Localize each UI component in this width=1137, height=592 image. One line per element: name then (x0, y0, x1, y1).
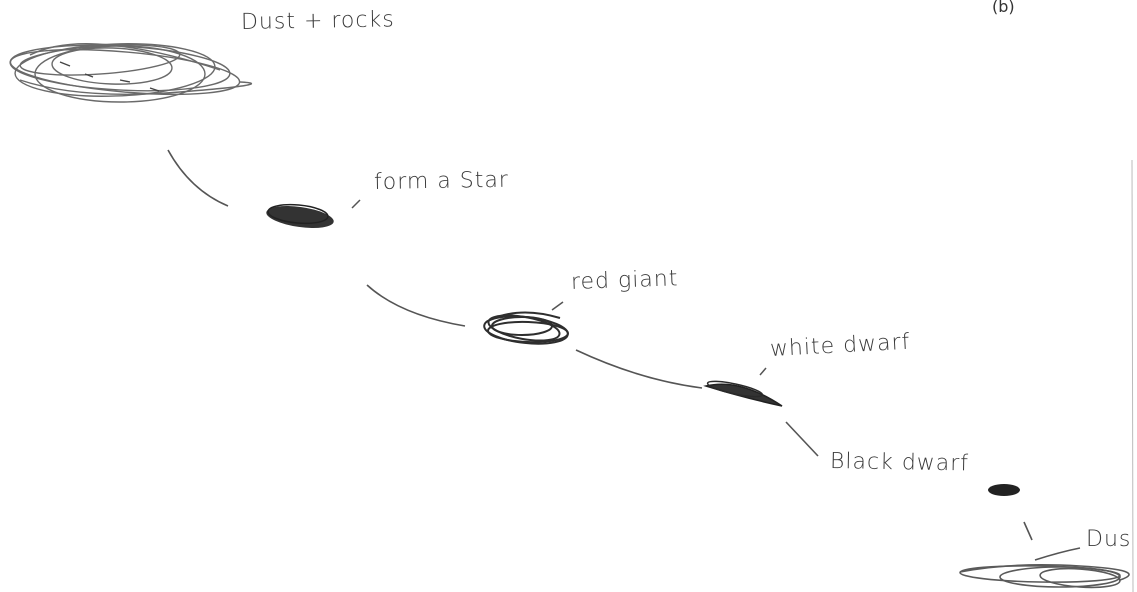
dust-rocks-cloud (9, 40, 252, 102)
part-label: (b) (992, 0, 1015, 16)
label-red-giant: red giant (571, 266, 679, 295)
label-black-dwarf: Black dwarf (830, 449, 969, 476)
dust-end-cloud (960, 548, 1129, 590)
label-form-star: form a Star (374, 168, 509, 195)
label-dust-rocks: Dust + rocks (241, 7, 395, 35)
star-body (265, 202, 335, 231)
connector-2 (367, 285, 465, 326)
page-edge-line (1132, 160, 1133, 592)
tick-red-giant (552, 302, 563, 310)
connector-5 (1024, 522, 1032, 540)
label-dust-end: Dus (1086, 527, 1131, 552)
connector-1 (168, 150, 228, 206)
red-giant-body (483, 311, 569, 347)
black-dwarf-body (988, 484, 1020, 496)
connector-4 (786, 422, 818, 456)
connector-3 (576, 350, 702, 388)
tick-form-star (352, 200, 360, 208)
tick-white-dwarf (760, 368, 766, 375)
white-dwarf-body (706, 378, 782, 406)
